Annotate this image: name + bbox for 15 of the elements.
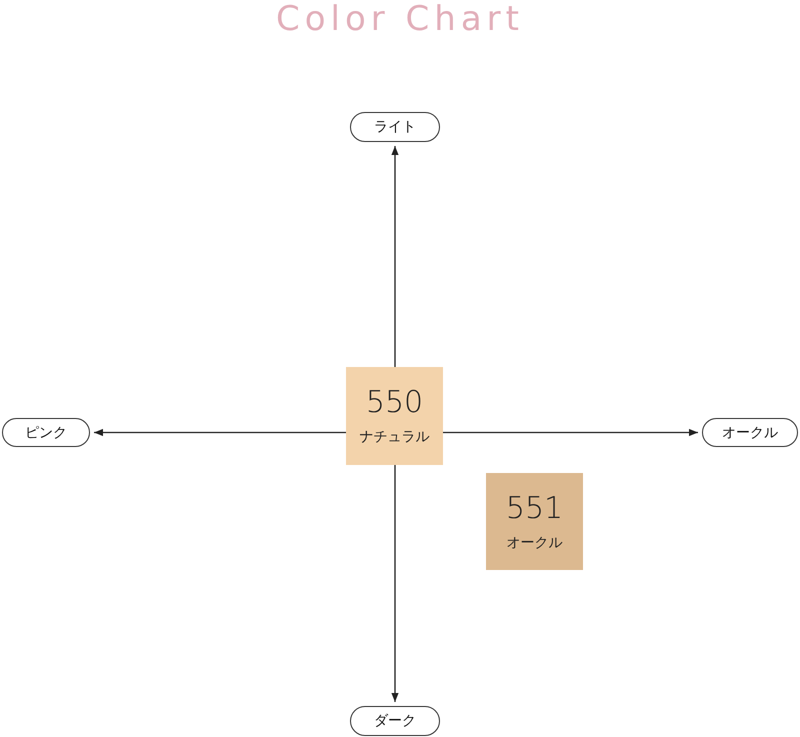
axis-end-label: ダーク [350, 706, 440, 736]
arrow [443, 428, 698, 436]
shade-number: 550 [366, 386, 424, 420]
arrow [391, 146, 399, 367]
arrow [94, 428, 346, 436]
axis-end-label: ライト [350, 112, 440, 142]
shade-name: オークル [506, 534, 562, 552]
shade-swatch [346, 367, 443, 465]
chart-title: Color Chart [276, 0, 524, 38]
arrow [391, 465, 399, 702]
shade-number: 551 [506, 492, 564, 526]
shade-swatch [486, 473, 583, 570]
axis-end-label: オークル [702, 418, 798, 447]
shade-name: ナチュラル [360, 428, 430, 446]
axis-end-label: ピンク [2, 418, 90, 447]
